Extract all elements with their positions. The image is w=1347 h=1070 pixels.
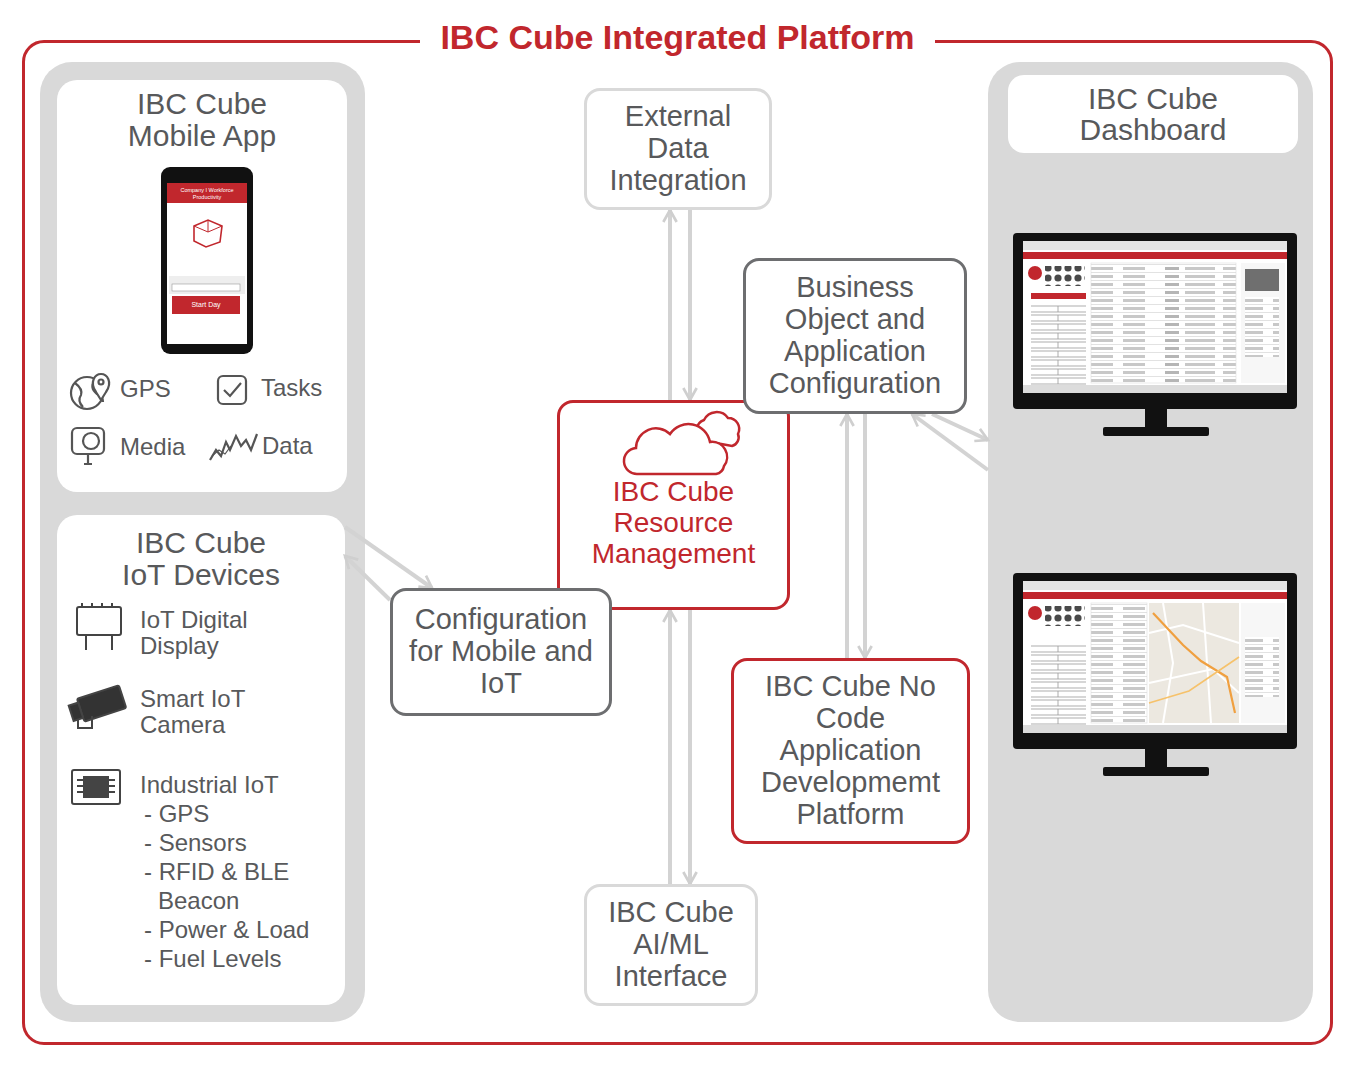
connector-arrow xyxy=(345,527,432,588)
connector-arrow xyxy=(912,414,988,470)
connector-arrow xyxy=(845,414,849,658)
dashboard-section: IBC Cube Dashboard xyxy=(988,62,1313,1020)
device-label: Smart IoT Camera xyxy=(140,686,290,739)
connector-arrow xyxy=(668,610,672,884)
connector-arrow xyxy=(688,610,692,884)
diagram-title: IBC Cube Integrated Platform xyxy=(420,19,934,56)
iot-card xyxy=(57,515,345,1005)
box-label: IBC Cube AI/ML Interface xyxy=(595,897,747,993)
device-label: Industrial IoT xyxy=(140,770,340,799)
process-box: External Data Integration xyxy=(584,88,772,210)
screen-text: Company I Workforce Productivity xyxy=(167,187,247,199)
connector-arrow xyxy=(668,210,672,400)
connector-arrow xyxy=(345,556,390,600)
device-panel xyxy=(40,62,365,1022)
connector-arrow xyxy=(688,210,692,400)
feature-icons xyxy=(71,374,257,464)
device-label: IoT Digital Display xyxy=(140,607,290,660)
phone-illustration xyxy=(161,167,253,354)
dashboard-map-screen xyxy=(1013,573,1297,776)
card-heading: IBC Cube IoT Devices xyxy=(116,527,286,590)
feature-label: Media xyxy=(120,434,210,460)
box-label: External Data Integration xyxy=(597,101,759,197)
box-label: Configuration for Mobile and IoT xyxy=(407,604,595,700)
feature-label: Data xyxy=(262,433,342,459)
mobile-app-card: IBC Cube Mobile AppGPS TasksMedia Data xyxy=(57,80,347,492)
list-item: - Sensors xyxy=(140,828,340,857)
card-heading: IBC Cube Mobile App xyxy=(102,88,302,151)
platform-box: IBC Cube No Code Application Developmemt… xyxy=(731,658,970,844)
box-label: Business Object and Application Configur… xyxy=(762,272,948,400)
button-text: Start Day xyxy=(191,301,220,309)
list-item: - Fuel Levels xyxy=(140,944,340,973)
iot-icons xyxy=(67,603,126,804)
process-box: IBC Cube AI/ML Interface xyxy=(584,884,758,1006)
feature-label: GPS xyxy=(120,376,210,402)
list-item: - RFID & BLE Beacon xyxy=(140,857,340,915)
card-heading: IBC Cube Dashboard xyxy=(1008,75,1298,153)
list-item: - Power & Load xyxy=(140,915,340,944)
core-box: IBC Cube Resource Management xyxy=(557,400,790,610)
feature-label: Tasks xyxy=(261,375,341,401)
process-box: Configuration for Mobile and IoT xyxy=(390,588,612,716)
box-label: IBC Cube No Code Application Developmemt… xyxy=(746,671,955,830)
dashboard-panel xyxy=(988,62,1313,1022)
dashboard-screen xyxy=(1013,233,1297,436)
connector-arrow xyxy=(863,414,867,658)
list-item: - GPS xyxy=(140,799,340,828)
cloud-icon xyxy=(624,412,739,474)
connector-arrow xyxy=(932,414,988,440)
box-label: IBC Cube Resource Management xyxy=(568,477,779,569)
iot-devices-card: IBC Cube IoT DevicesIoT Digital DisplayS… xyxy=(57,515,345,1005)
mobile-card xyxy=(57,80,347,492)
process-box: Business Object and Application Configur… xyxy=(743,258,967,414)
